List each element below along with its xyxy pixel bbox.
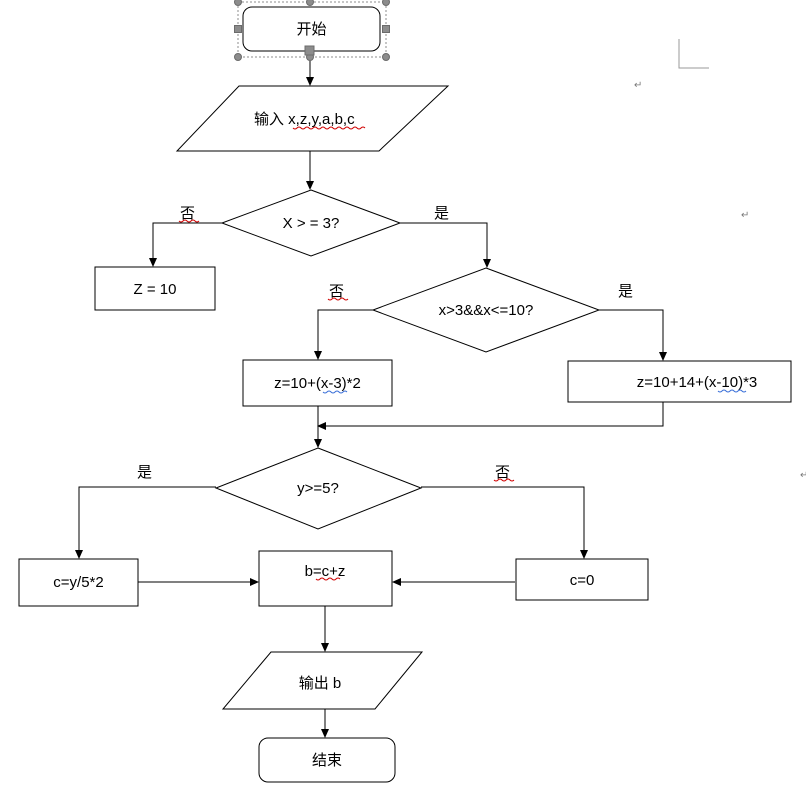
resize-handle[interactable]	[234, 53, 242, 61]
spellcheck-squiggle	[178, 219, 200, 223]
process-c-div[interactable]: c=y/5*2	[18, 558, 139, 607]
page-corner-mark	[678, 39, 709, 69]
spellcheck-squiggle	[292, 126, 366, 130]
spellcheck-squiggle	[493, 478, 515, 482]
output-node[interactable]: 输出 b	[221, 651, 424, 710]
cond2-label: x>3&&x<=10?	[439, 302, 534, 319]
edges	[75, 51, 667, 738]
spellcheck-squiggle	[322, 390, 348, 394]
resize-handle[interactable]	[382, 0, 390, 6]
end-node[interactable]: 结束	[258, 737, 396, 783]
edge-label-cond3-yes: 是	[137, 464, 152, 481]
edge-label-cond1-yes: 是	[434, 205, 449, 222]
resize-handle[interactable]	[382, 25, 390, 33]
cond3-label: y>=5?	[297, 480, 339, 497]
c-div-label: c=y/5*2	[53, 574, 103, 591]
resize-handle[interactable]	[382, 53, 390, 61]
output-label: 输出 b	[299, 675, 342, 692]
edge-label-cond1-no: 否	[180, 205, 195, 222]
decision-y-ge-5[interactable]: y>=5?	[214, 447, 423, 530]
process-z-mid[interactable]: z=10+(x-3)*2	[242, 359, 393, 407]
spellcheck-squiggle	[327, 297, 349, 301]
calc-high-label: z=10+14+(x-10)*3	[637, 374, 758, 391]
process-c-zero[interactable]: c=0	[515, 558, 649, 601]
edge-cond2-yes	[599, 309, 667, 361]
process-z-10[interactable]: Z = 10	[94, 266, 216, 311]
paragraph-mark: ↵	[800, 470, 806, 481]
paragraph-mark: ↵	[634, 80, 642, 91]
input-label: 输入 x,z,y,a,b,c	[254, 111, 355, 128]
decision-x-range[interactable]: x>3&&x<=10?	[371, 267, 601, 353]
connection-handle[interactable]	[304, 45, 315, 56]
paragraph-mark: ↵	[741, 210, 749, 221]
start-label: 开始	[296, 21, 326, 38]
process-b-sum[interactable]: b=c+z	[258, 550, 393, 607]
edge-label-cond3-no: 否	[495, 464, 510, 481]
end-label: 结束	[312, 752, 342, 769]
input-node[interactable]: 输入 x,z,y,a,b,c	[175, 85, 450, 152]
edge-calchigh-merge	[317, 402, 664, 430]
edge-cond3-no	[421, 486, 588, 559]
edge-cond3-yes	[75, 486, 216, 559]
edge-label-cond2-yes: 是	[618, 283, 633, 300]
spellcheck-squiggle	[315, 577, 341, 581]
calc-mid-label: z=10+(x-3)*2	[274, 375, 361, 392]
decision-x-ge-3[interactable]: X > = 3?	[220, 189, 402, 257]
edge-cond1-yes	[400, 222, 491, 268]
resize-handle[interactable]	[306, 0, 314, 6]
edge-cond2-no	[314, 309, 373, 360]
start-node[interactable]: 开始	[234, 0, 390, 61]
resize-handle[interactable]	[234, 0, 242, 6]
edge-cond1-no	[149, 222, 222, 267]
b-sum-label: b=c+z	[305, 563, 346, 580]
edge-label-cond2-no: 否	[329, 283, 344, 300]
cond1-label: X > = 3?	[283, 215, 340, 232]
process-z-high[interactable]: z=10+14+(x-10)*3	[567, 360, 792, 403]
c-zero-label: c=0	[570, 572, 595, 589]
z10-label: Z = 10	[134, 281, 177, 298]
resize-handle[interactable]	[234, 25, 242, 33]
spellcheck-squiggle	[717, 389, 747, 393]
